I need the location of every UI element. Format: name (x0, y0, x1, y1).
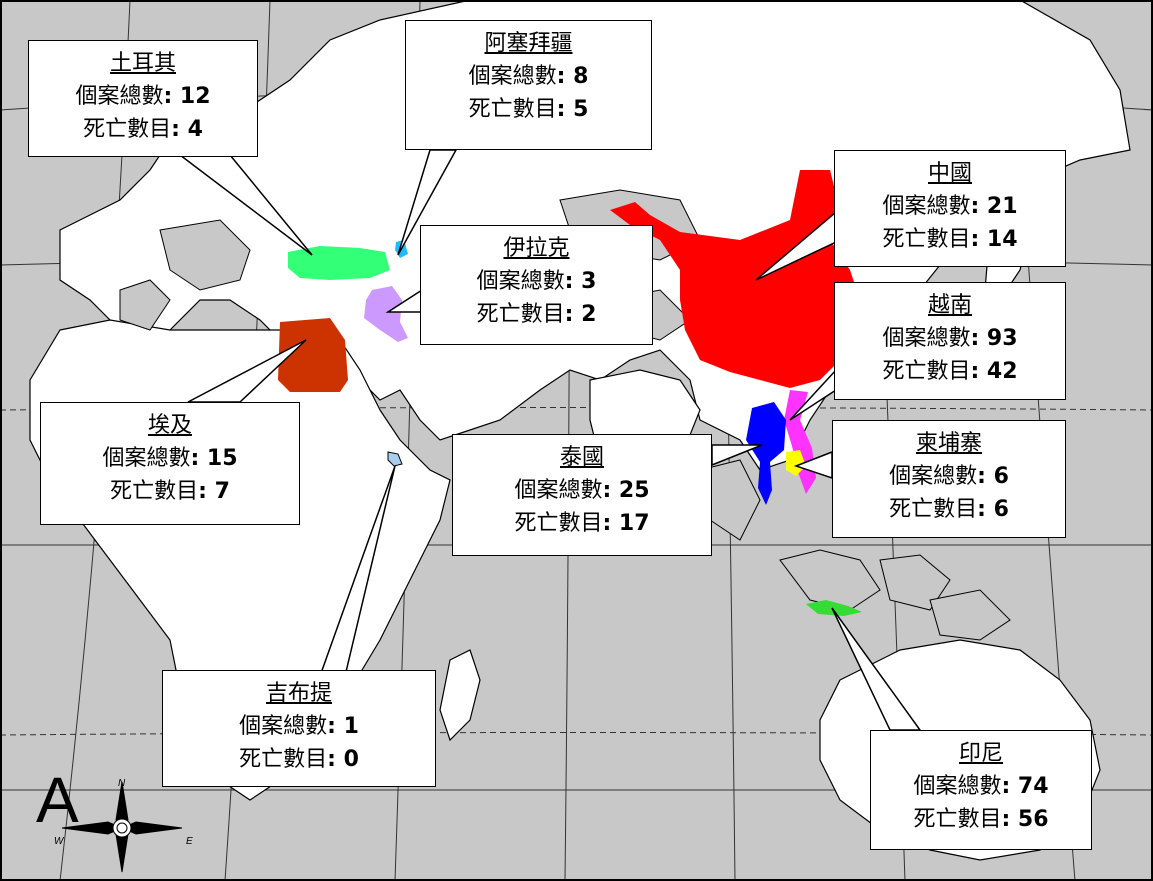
callout-china: 中國 個案總數: 21 死亡數目: 14 (834, 150, 1066, 267)
country-name: 土耳其 (109, 51, 176, 76)
country-name: 埃及 (147, 413, 192, 438)
total-label: 個案總數 (102, 446, 191, 471)
region-iraq (364, 286, 408, 342)
callout-pointers (177, 149, 922, 731)
callout-egypt: 埃及 個案總數: 15 死亡數目: 7 (40, 402, 300, 525)
deaths-value: 5 (573, 97, 589, 122)
total-value: 21 (986, 194, 1018, 219)
panel-label: A (36, 764, 79, 836)
deaths-value: 56 (1017, 807, 1049, 832)
country-name: 印尼 (958, 741, 1003, 766)
region-cambodia (786, 450, 806, 476)
deaths-label: 死亡數目 (110, 479, 199, 504)
country-name: 伊拉克 (503, 236, 570, 261)
compass-n: N (118, 778, 126, 789)
compass-rose: N W E (54, 778, 193, 873)
total-label: 個案總數 (75, 84, 164, 109)
total-value: 74 (1017, 774, 1049, 799)
region-indonesia (806, 600, 862, 616)
total-label: 個案總數 (514, 478, 603, 503)
deaths-value: 6 (993, 497, 1009, 522)
total-label: 個案總數 (882, 326, 971, 351)
country-name: 泰國 (559, 445, 604, 470)
total-value: 25 (618, 478, 650, 503)
total-label: 個案總數 (882, 194, 971, 219)
callout-indonesia: 印尼 個案總數: 74 死亡數目: 56 (870, 730, 1092, 850)
region-djibouti (387, 451, 403, 467)
deaths-label: 死亡數目 (889, 497, 978, 522)
deaths-value: 14 (986, 227, 1018, 252)
region-thailand (746, 402, 786, 505)
country-name: 中國 (927, 161, 972, 186)
total-label: 個案總數 (468, 64, 557, 89)
compass-w: W (54, 836, 65, 847)
deaths-label: 死亡數目 (83, 117, 172, 142)
deaths-label: 死亡數目 (468, 97, 557, 122)
callout-vietnam: 越南 個案總數: 93 死亡數目: 42 (834, 282, 1066, 400)
total-label: 個案總數 (476, 269, 565, 294)
compass-icon (61, 781, 183, 873)
callout-thailand: 泰國 個案總數: 25 死亡數目: 17 (452, 434, 712, 556)
deaths-value: 4 (187, 117, 203, 142)
deaths-value: 17 (618, 511, 650, 536)
deaths-label: 死亡數目 (239, 747, 328, 772)
pointer-azerbaijan (397, 149, 458, 256)
callout-turkey: 土耳其 個案總數: 12 死亡數目: 4 (28, 40, 258, 157)
callout-azerbaijan: 阿塞拜疆 個案總數: 8 死亡數目: 5 (405, 20, 652, 150)
total-label: 個案總數 (889, 464, 978, 489)
total-label: 個案總數 (239, 714, 328, 739)
callout-djibouti: 吉布提 個案總數: 1 死亡數目: 0 (162, 670, 436, 787)
total-value: 15 (206, 446, 238, 471)
country-name: 越南 (927, 293, 972, 318)
country-name: 吉布提 (265, 681, 332, 706)
region-egypt (278, 318, 348, 392)
deaths-label: 死亡數目 (913, 807, 1002, 832)
total-value: 12 (179, 84, 211, 109)
callout-cambodia: 柬埔寨 個案總數: 6 死亡數目: 6 (832, 420, 1066, 538)
deaths-value: 7 (214, 479, 230, 504)
total-value: 6 (993, 464, 1009, 489)
region-china (610, 170, 860, 388)
deaths-label: 死亡數目 (882, 227, 971, 252)
deaths-label: 死亡數目 (882, 359, 971, 384)
callout-iraq: 伊拉克 個案總數: 3 死亡數目: 2 (420, 225, 653, 345)
pointer-thailand (711, 444, 763, 467)
deaths-value: 42 (986, 359, 1018, 384)
highlighted-countries (278, 170, 862, 616)
compass-e: E (186, 836, 193, 847)
country-name: 阿塞拜疆 (484, 31, 573, 56)
deaths-value: 2 (581, 302, 597, 327)
country-name: 柬埔寨 (915, 431, 982, 456)
deaths-label: 死亡數目 (514, 511, 603, 536)
region-turkey (288, 246, 390, 280)
total-value: 1 (343, 714, 359, 739)
deaths-label: 死亡數目 (476, 302, 565, 327)
total-label: 個案總數 (913, 774, 1002, 799)
total-value: 93 (986, 326, 1018, 351)
total-value: 8 (573, 64, 589, 89)
total-value: 3 (581, 269, 597, 294)
deaths-value: 0 (343, 747, 359, 772)
